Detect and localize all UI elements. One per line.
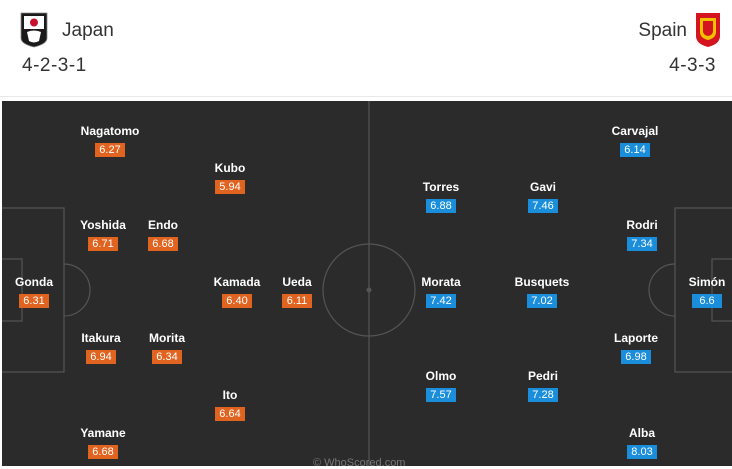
player-name: Carvajal xyxy=(611,124,659,138)
player-card[interactable]: Busquets 7.02 xyxy=(507,275,577,309)
player-rating: 7.34 xyxy=(627,237,657,251)
player-rating: 8.03 xyxy=(627,445,657,459)
player-name: Gavi xyxy=(529,180,556,194)
player-card[interactable]: Morita 6.34 xyxy=(132,331,202,365)
player-card[interactable]: Nagatomo 6.27 xyxy=(75,124,145,158)
pitch xyxy=(2,101,732,466)
player-name: Ueda xyxy=(282,275,312,289)
player-rating: 7.46 xyxy=(528,199,558,213)
player-name: Ito xyxy=(222,388,238,402)
player-card[interactable]: Laporte 6.98 xyxy=(601,331,671,365)
player-card[interactable]: Alba 8.03 xyxy=(607,426,677,460)
player-name: Olmo xyxy=(425,369,457,383)
player-rating: 6.64 xyxy=(215,407,245,421)
home-team-name[interactable]: Japan xyxy=(62,20,114,41)
player-card[interactable]: Morata 7.42 xyxy=(406,275,476,309)
player-name: Yamane xyxy=(80,426,126,440)
player-name: Pedri xyxy=(527,369,558,383)
player-rating: 5.94 xyxy=(215,180,245,194)
player-rating: 6.14 xyxy=(620,143,650,157)
player-name: Rodri xyxy=(626,218,658,232)
player-rating: 6.88 xyxy=(426,199,456,213)
player-card[interactable]: Endo 6.68 xyxy=(128,218,198,252)
match-header: Japan 4-2-3-1 Spain 4-3-3 xyxy=(0,0,732,97)
player-name: Laporte xyxy=(613,331,658,345)
player-card[interactable]: Ito 6.64 xyxy=(195,388,265,422)
player-card[interactable]: Kamada 6.40 xyxy=(202,275,272,309)
watermark: © WhoScored.com xyxy=(313,457,406,469)
player-name: Nagatomo xyxy=(80,124,140,138)
player-rating: 6.94 xyxy=(86,350,116,364)
player-card[interactable]: Yoshida 6.71 xyxy=(68,218,138,252)
player-rating: 6.98 xyxy=(621,350,651,364)
player-name: Simón xyxy=(688,275,726,289)
player-card[interactable]: Gavi 7.46 xyxy=(508,180,578,214)
pitch-markings xyxy=(2,101,732,466)
player-card[interactable]: Carvajal 6.14 xyxy=(600,124,670,158)
japan-flag-icon xyxy=(20,12,48,48)
player-rating: 7.02 xyxy=(527,294,557,308)
player-name: Endo xyxy=(148,218,178,232)
player-name: Morata xyxy=(421,275,461,289)
player-card[interactable]: Olmo 7.57 xyxy=(406,369,476,403)
player-card[interactable]: Kubo 5.94 xyxy=(195,161,265,195)
player-rating: 7.28 xyxy=(528,388,558,402)
away-formation: 4-3-3 xyxy=(669,55,716,76)
spain-flag-icon xyxy=(696,13,720,47)
away-team-name[interactable]: Spain xyxy=(638,20,687,41)
player-rating: 6.68 xyxy=(148,237,178,251)
player-rating: 6.11 xyxy=(282,294,312,308)
player-card[interactable]: Pedri 7.28 xyxy=(508,369,578,403)
player-name: Kamada xyxy=(213,275,261,289)
player-rating: 6.71 xyxy=(88,237,118,251)
player-rating: 6.6 xyxy=(692,294,722,308)
player-name: Morita xyxy=(149,331,185,345)
player-card[interactable]: Simón 6.6 xyxy=(672,275,732,309)
player-rating: 6.68 xyxy=(88,445,118,459)
player-card[interactable]: Gonda 6.31 xyxy=(0,275,69,309)
player-rating: 6.31 xyxy=(19,294,49,308)
player-rating: 7.57 xyxy=(426,388,456,402)
player-rating: 6.34 xyxy=(152,350,182,364)
player-name: Busquets xyxy=(514,275,570,289)
player-card[interactable]: Rodri 7.34 xyxy=(607,218,677,252)
player-name: Torres xyxy=(422,180,460,194)
player-card[interactable]: Ueda 6.11 xyxy=(262,275,332,309)
player-rating: 6.27 xyxy=(95,143,125,157)
player-name: Alba xyxy=(628,426,655,440)
home-formation: 4-2-3-1 xyxy=(22,55,87,76)
player-name: Itakura xyxy=(81,331,121,345)
player-name: Gonda xyxy=(15,275,53,289)
player-rating: 7.42 xyxy=(426,294,456,308)
player-card[interactable]: Torres 6.88 xyxy=(406,180,476,214)
player-rating: 6.40 xyxy=(222,294,252,308)
player-name: Kubo xyxy=(214,161,246,175)
player-name: Yoshida xyxy=(80,218,126,232)
player-card[interactable]: Yamane 6.68 xyxy=(68,426,138,460)
player-card[interactable]: Itakura 6.94 xyxy=(66,331,136,365)
